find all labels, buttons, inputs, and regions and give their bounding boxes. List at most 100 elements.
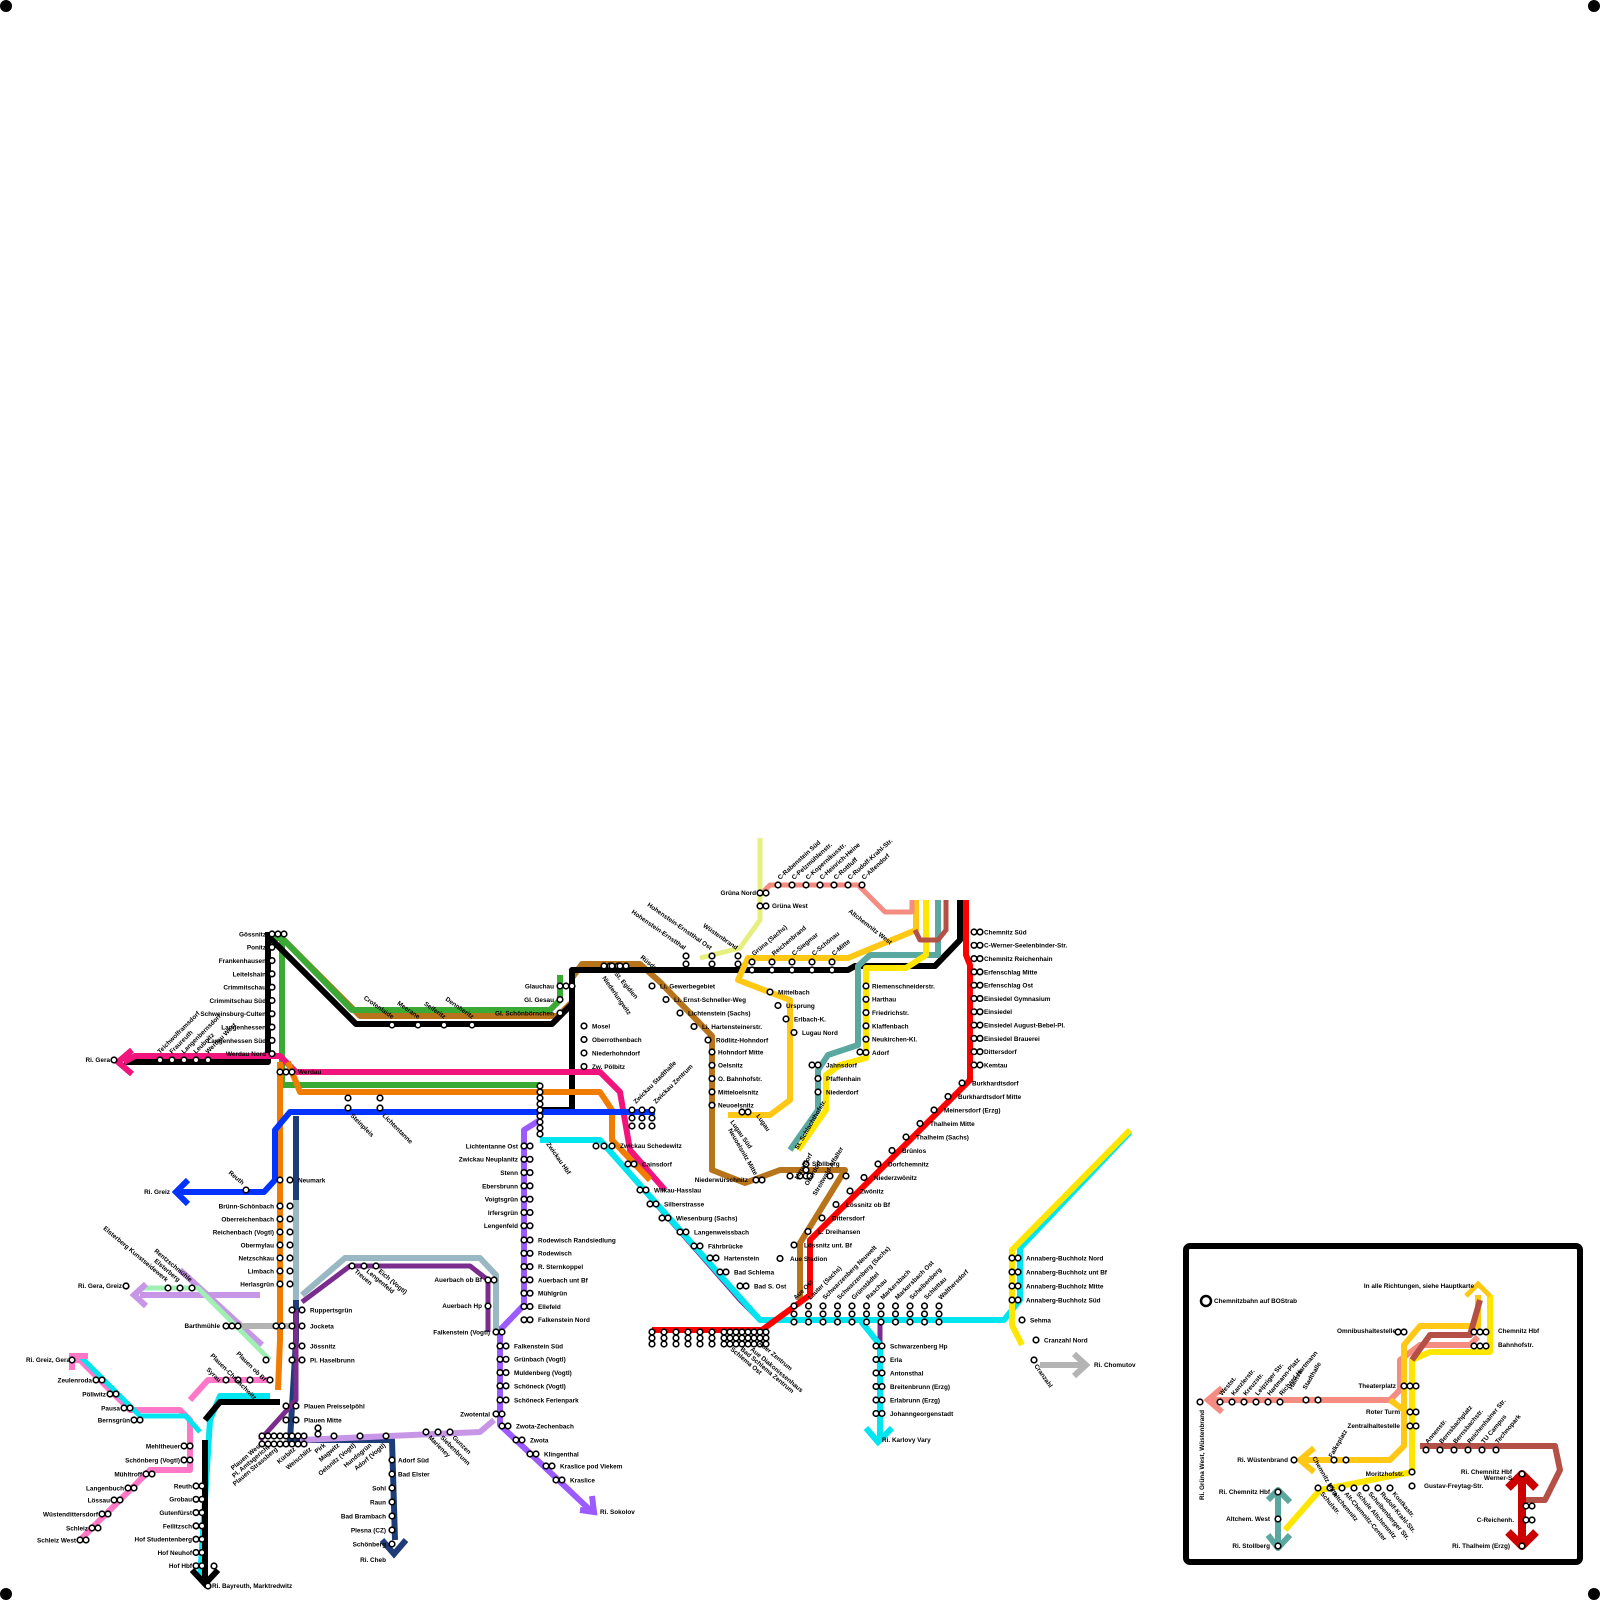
station-icon [295,1441,301,1447]
station-label: Zwota [530,1437,549,1444]
station-icon [277,1255,283,1261]
station-icon [745,1109,751,1115]
station-icon [864,1319,870,1325]
station-icon [977,1036,983,1042]
station-icon [1451,1447,1457,1453]
station-label: Burkhardtsdorf [972,1080,1019,1087]
station-icon [299,1343,305,1349]
station-icon [283,1433,289,1439]
station-label: Leitelshain [233,971,266,978]
station-icon [581,1037,587,1043]
station-icon [423,1429,429,1435]
station-icon [903,1134,909,1140]
station-icon [1241,1399,1247,1405]
station-icon [1401,1383,1407,1389]
station-label: Omnibushaltestelle [1337,1328,1396,1335]
station-icon [1387,1485,1393,1491]
station-icon [1015,1255,1021,1261]
station-icon [769,967,775,973]
station-icon [791,1030,797,1036]
station-label: Hof Neuhof [158,1550,193,1557]
station-label: Theaterplatz [1358,1383,1396,1390]
station-icon [503,1383,509,1389]
station-icon [809,959,815,965]
station-icon [193,1536,199,1542]
station-icon [287,1229,293,1235]
station-label: Adorf Süd [398,1457,429,1464]
station-icon [673,1329,679,1335]
station-label: Auerbach ob Bf [434,1277,482,1284]
station-label: Grüna West [772,903,809,910]
station-icon [649,983,655,989]
station-icon [791,1311,797,1317]
station-label: Gustav-Freytag-Str. [1424,1483,1484,1490]
station-label: Bad Brambach [341,1513,386,1520]
station-label: Reuth [227,1170,245,1187]
station-icon [685,1335,691,1341]
station-label: Oelsnitz [718,1063,743,1070]
station-label: Gutenfürst [159,1510,193,1517]
station-icon [287,1216,293,1222]
station-icon [289,1343,295,1349]
station-icon [697,1341,703,1347]
station-icon [743,1283,749,1289]
station-icon [521,1290,527,1296]
station-icon [181,1057,187,1063]
corner-dot-icon [1588,0,1600,12]
station-label: Li. Ernst-Schneller-Weg [674,997,746,1004]
station-icon [936,1303,942,1309]
station-icon [521,1251,527,1257]
station-icon [169,1057,175,1063]
station-icon [791,1319,797,1325]
station-icon [1229,1399,1235,1405]
station-icon [820,1319,826,1325]
station-label: Oberrothenbach [592,1037,642,1044]
station-icon [287,1177,293,1183]
station-icon [609,1143,615,1149]
station-icon [879,1357,885,1363]
station-icon [1343,1457,1349,1463]
station-icon [165,1285,171,1291]
station-icon [205,1057,211,1063]
station-label: Falkenstein Nord [538,1317,590,1324]
station-icon [863,1036,869,1042]
station-label: Jahnsdorf [826,1062,858,1069]
station-label: Adorf [872,1050,890,1057]
station-label: Wüstendittersdorf [43,1511,99,1518]
station-icon [649,1115,655,1121]
station-icon [89,1525,95,1531]
station-icon [289,1323,295,1329]
station-icon [283,1403,289,1409]
station-label: Cainsdorf [642,1161,673,1168]
station-label: Einsiedel Gymnasium [984,996,1051,1003]
station-icon [527,1251,533,1257]
station-label: Niederdorf [826,1089,859,1096]
station-icon [527,1183,533,1189]
station-icon [1437,1447,1443,1453]
station-icon [537,1107,543,1113]
station-icon [537,1113,543,1119]
station-icon [763,1329,769,1335]
station-icon [1395,1329,1401,1335]
station-icon [1523,1517,1529,1523]
station-icon [569,983,575,989]
station-label: Zwota-Zechenbach [516,1423,574,1430]
station-icon [745,1329,751,1335]
station-icon [787,1173,793,1179]
station-label: Lössau [88,1497,110,1504]
station-icon [1009,1283,1015,1289]
station-icon [269,1024,275,1030]
station-icon [625,1161,631,1167]
station-icon [835,1311,841,1317]
station-icon [745,1341,751,1347]
station-icon [661,1335,667,1341]
station-icon [609,963,615,969]
station-icon [563,983,569,989]
station-icon [697,1243,703,1249]
station-icon [971,996,977,1002]
station-icon [1483,1329,1489,1335]
station-icon [199,1550,205,1556]
station-label: Ellefeld [538,1304,561,1311]
station-icon [143,1471,149,1477]
